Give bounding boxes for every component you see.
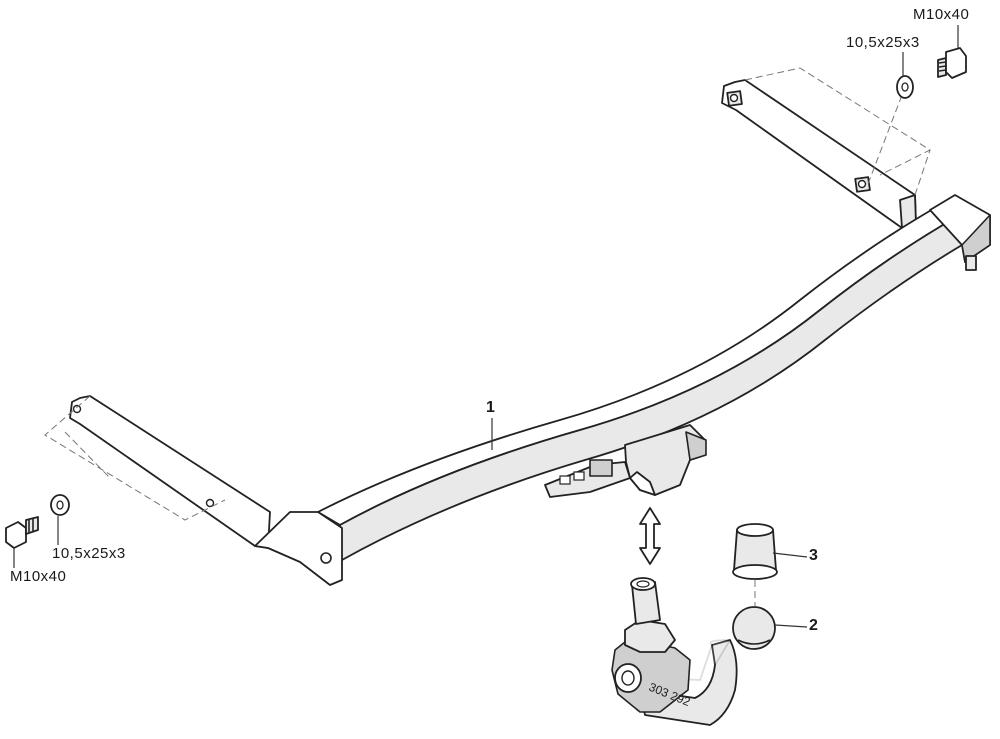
assembly-arrow-icon bbox=[639, 507, 661, 565]
detachable-ball-neck bbox=[611, 577, 776, 726]
top-washer bbox=[896, 75, 914, 99]
top-washer-spec: 10,5x25x3 bbox=[846, 34, 920, 51]
left-bolt-spec: M10x40 bbox=[10, 568, 67, 585]
callout-2-leader bbox=[774, 624, 808, 628]
left-mounting-plane bbox=[44, 395, 226, 521]
right-mounting-plane bbox=[744, 67, 932, 196]
left-bolt bbox=[5, 516, 39, 549]
callout-3-label: 3 bbox=[809, 547, 818, 564]
left-mounting-bracket bbox=[69, 395, 343, 586]
callout-1-label: 1 bbox=[486, 399, 495, 416]
right-mounting-bracket bbox=[721, 79, 917, 229]
top-bolt bbox=[937, 47, 967, 79]
cross-beam bbox=[317, 194, 991, 561]
left-washer-spec: 10,5x25x3 bbox=[52, 545, 126, 562]
top-bolt-spec: M10x40 bbox=[913, 6, 970, 23]
callout-3-leader bbox=[772, 552, 808, 558]
callout-2-label: 2 bbox=[809, 617, 818, 634]
ball-cap bbox=[732, 523, 778, 580]
receiver-housing bbox=[544, 424, 707, 498]
left-washer bbox=[50, 494, 70, 516]
